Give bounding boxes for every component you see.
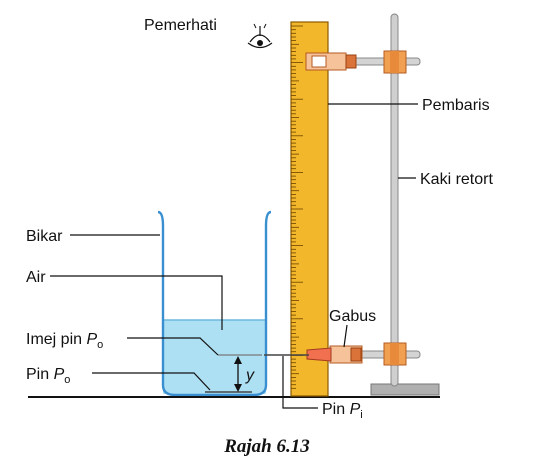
retort-stand — [315, 13, 440, 396]
depth-arrow — [234, 356, 242, 392]
figure-caption: Rajah 6.13 — [223, 436, 310, 457]
depth-label: y — [245, 367, 255, 384]
cork-label: Gabus — [329, 308, 376, 325]
ruler-label: Pembaris — [422, 97, 490, 114]
leader-lines — [50, 103, 418, 409]
pin-po-label: Pin Po — [26, 366, 70, 386]
retort-stand-label: Kaki retort — [420, 171, 493, 188]
pin-pi-label: Pin Pi — [322, 401, 363, 421]
observer-eye-icon — [247, 23, 273, 49]
cork — [306, 347, 332, 362]
observer-label: Pemerhati — [144, 17, 217, 34]
top-clamp — [305, 52, 357, 71]
beaker — [157, 210, 272, 397]
water-label: Air — [26, 269, 46, 286]
image-pin-label: Imej pin Po — [26, 331, 103, 351]
water — [163, 320, 266, 394]
ruler — [290, 21, 329, 397]
beaker-label: Bikar — [26, 228, 63, 245]
bottom-clamp-with-cork — [264, 345, 363, 364]
